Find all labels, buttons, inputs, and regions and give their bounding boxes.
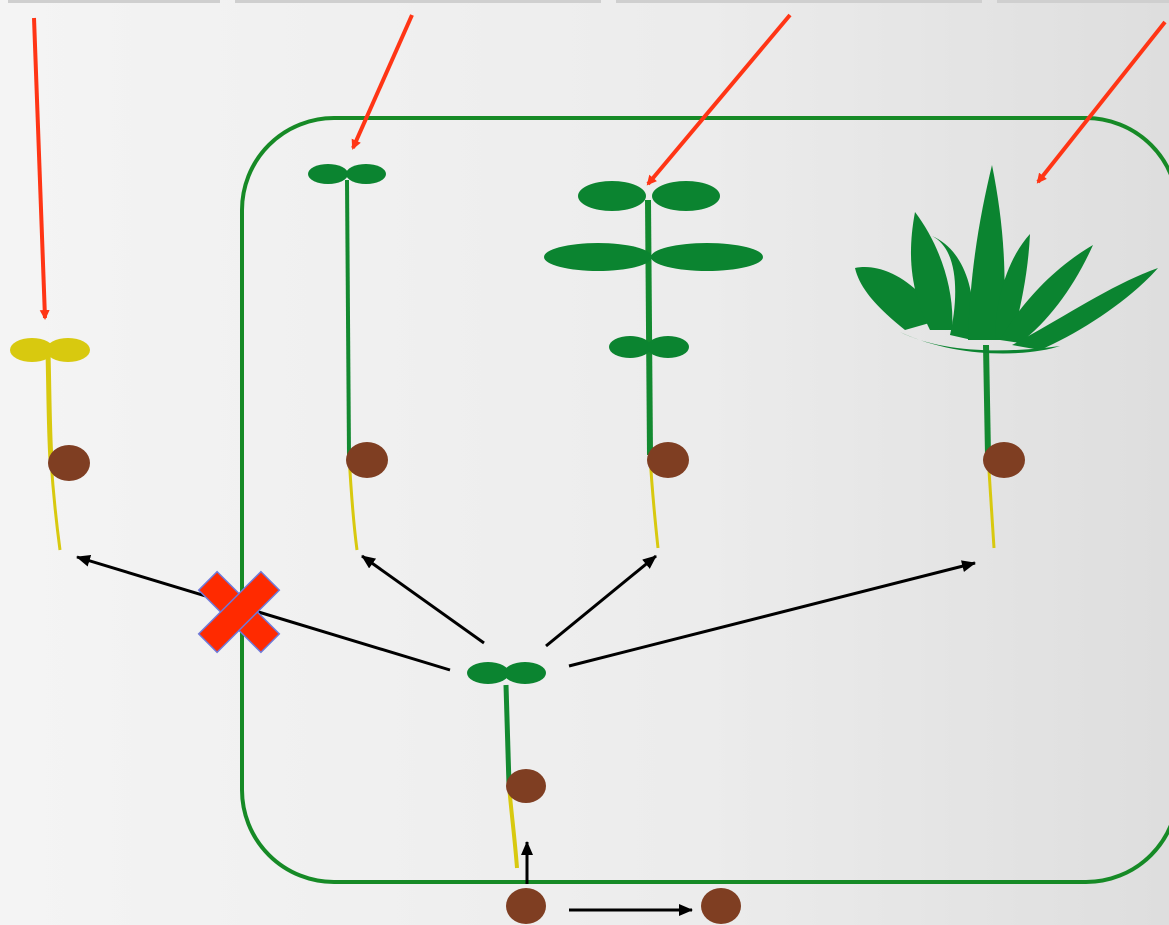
seed-icon <box>701 888 741 924</box>
light-arrow-2-icon <box>351 14 414 150</box>
branch-arrow-true-leaf-icon <box>545 554 657 648</box>
top-strip-1 <box>8 0 220 3</box>
seed-icon <box>506 888 546 924</box>
mature-plant-icon <box>855 165 1158 549</box>
blocked-path-x-mark-icon <box>197 570 281 654</box>
etiolated-seedling-icon <box>10 338 90 551</box>
top-strip-2 <box>235 0 601 3</box>
light-arrow-4-icon <box>1036 20 1167 184</box>
top-strip-3 <box>616 0 982 3</box>
true-leaf-seedling-icon <box>544 181 763 549</box>
branch-arrow-mature-icon <box>568 560 976 668</box>
branch-arrow-cotyledon-icon <box>361 554 485 645</box>
cotyledon-seedling-icon <box>308 164 388 551</box>
light-arrow-1-icon <box>32 17 50 320</box>
development-boundary-frame <box>240 116 1169 884</box>
branch-arrow-etiolated-icon <box>76 555 451 672</box>
central-seedling-icon <box>467 662 546 869</box>
light-arrow-3-icon <box>646 13 792 186</box>
top-strip-4 <box>997 0 1169 3</box>
